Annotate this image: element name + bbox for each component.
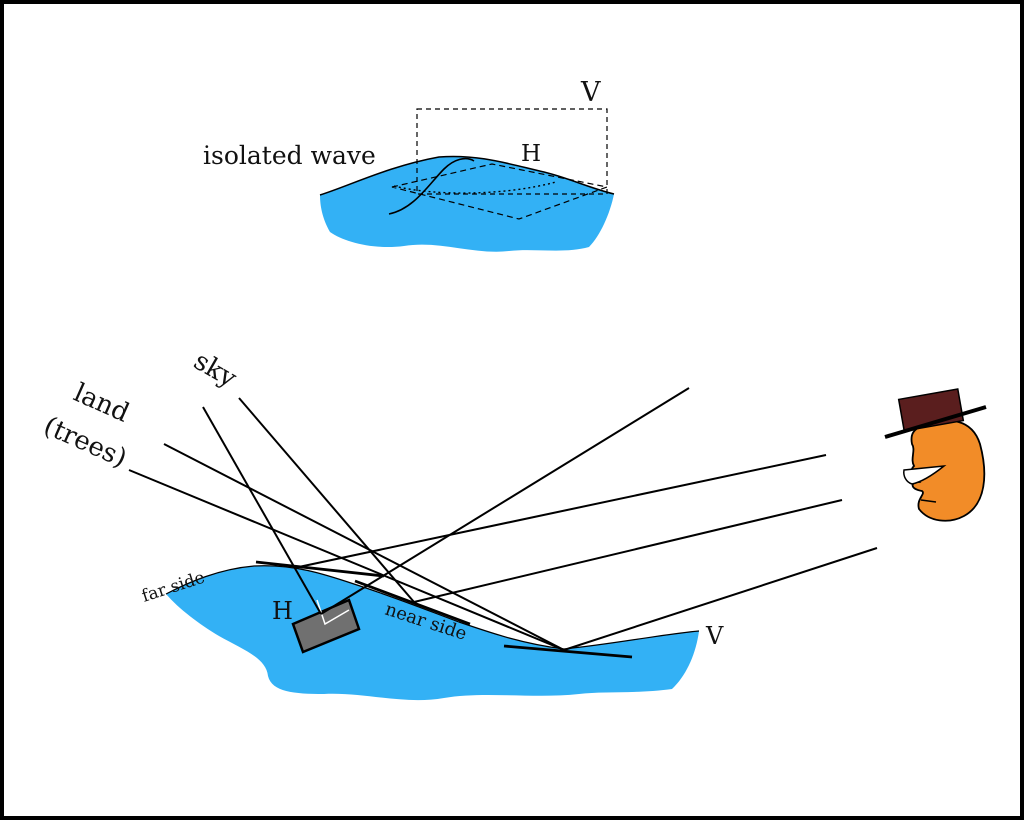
hat-brim (884, 405, 987, 439)
ocean-water (166, 565, 699, 701)
horizontal-plane-dotted-arc (393, 181, 557, 194)
observer-figure (884, 388, 987, 522)
vertical-plane-box (416, 108, 608, 195)
land-label: land (69, 378, 133, 429)
sky-label: sky (189, 346, 242, 394)
isolated-wave-water (320, 156, 614, 252)
bottom-v-label: V (705, 622, 724, 650)
observer-ray-1 (293, 454, 827, 569)
bottom-h-label: H (272, 597, 293, 625)
observer-head (910, 419, 986, 522)
observer-mouth (920, 499, 937, 503)
isolated-wave-surface-line (319, 155, 615, 196)
isolated-wave-label: isolated wave (203, 141, 376, 170)
near-side-tangent (354, 579, 471, 626)
ocean-surface-line (165, 565, 700, 650)
sky-ray-1 (202, 406, 322, 615)
far-side-tangent (255, 560, 385, 578)
wave-reflection-diagram: isolated wave V H sky land (trees) far s… (39, 77, 987, 701)
land-ray-2 (128, 469, 565, 651)
top-h-label: H (521, 141, 541, 167)
isolated-wave-crest-curve (388, 157, 475, 215)
isolated-wave-group (319, 108, 615, 252)
v-point-tangent (503, 644, 633, 659)
upward-ray (320, 387, 690, 615)
observer-eye-icon (903, 465, 947, 485)
mirror-box-inner-line (316, 599, 350, 626)
sky-ray-2 (238, 397, 415, 603)
land-ray-1 (163, 443, 565, 651)
observer-ray-2 (413, 499, 843, 603)
observer-ray-3 (563, 547, 878, 651)
top-v-label: V (580, 77, 601, 108)
